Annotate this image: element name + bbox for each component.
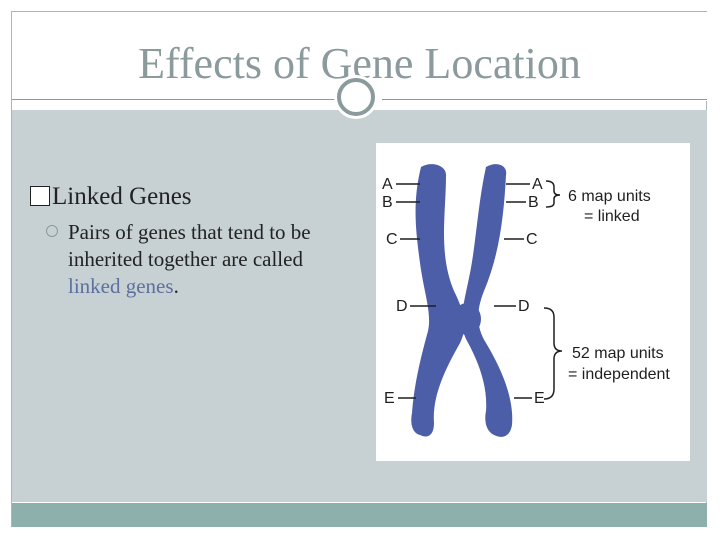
centromere bbox=[453, 303, 481, 335]
chromosome-shape bbox=[411, 164, 513, 437]
footer-bar bbox=[12, 503, 707, 527]
top-annotation-line1: 6 map units bbox=[568, 188, 651, 205]
chromosome-diagram: A B C D E A B C D E 6 map uni bbox=[382, 164, 670, 437]
left-label-b: B bbox=[382, 194, 393, 211]
right-gene-labels: A B C D E bbox=[494, 176, 545, 407]
divider-circle-icon bbox=[337, 78, 375, 116]
chromosome-right-arm bbox=[462, 164, 513, 437]
right-label-a: A bbox=[532, 176, 543, 193]
title-divider-right bbox=[382, 99, 707, 100]
left-label-c: C bbox=[386, 231, 398, 248]
sub-bullet-text: Pairs of genes that tend to be inherited… bbox=[68, 219, 351, 300]
title-divider-left bbox=[12, 99, 338, 100]
right-label-b: B bbox=[528, 194, 539, 211]
right-label-e: E bbox=[534, 390, 545, 407]
top-annotation-line2: = linked bbox=[584, 208, 640, 225]
chromosome-left-arm bbox=[411, 164, 465, 437]
sub-bullet-highlight: linked genes bbox=[68, 274, 174, 298]
sub-bullet-text-main: Pairs of genes that tend to be inherited… bbox=[68, 220, 311, 271]
left-gene-labels: A B C D E bbox=[382, 176, 436, 407]
bottom-annotation-line2: = independent bbox=[568, 366, 670, 383]
bottom-annotation-line1: 52 map units bbox=[572, 345, 664, 362]
bullet-heading: Linked Genes bbox=[30, 182, 192, 212]
left-label-a: A bbox=[382, 176, 393, 193]
bullet-box-icon bbox=[30, 186, 50, 206]
right-label-d: D bbox=[518, 298, 530, 315]
bullet-heading-text: Linked Genes bbox=[52, 183, 192, 210]
chromosome-figure: A B C D E A B C D E 6 map uni bbox=[376, 143, 690, 461]
left-label-d: D bbox=[396, 298, 408, 315]
right-label-c: C bbox=[526, 231, 538, 248]
top-bracket bbox=[545, 180, 561, 208]
bottom-bracket bbox=[543, 307, 563, 400]
sub-bullet: Pairs of genes that tend to be inherited… bbox=[46, 219, 351, 300]
left-label-e: E bbox=[384, 390, 395, 407]
sub-bullet-circle-icon bbox=[46, 225, 58, 237]
sub-bullet-period: . bbox=[173, 274, 179, 298]
